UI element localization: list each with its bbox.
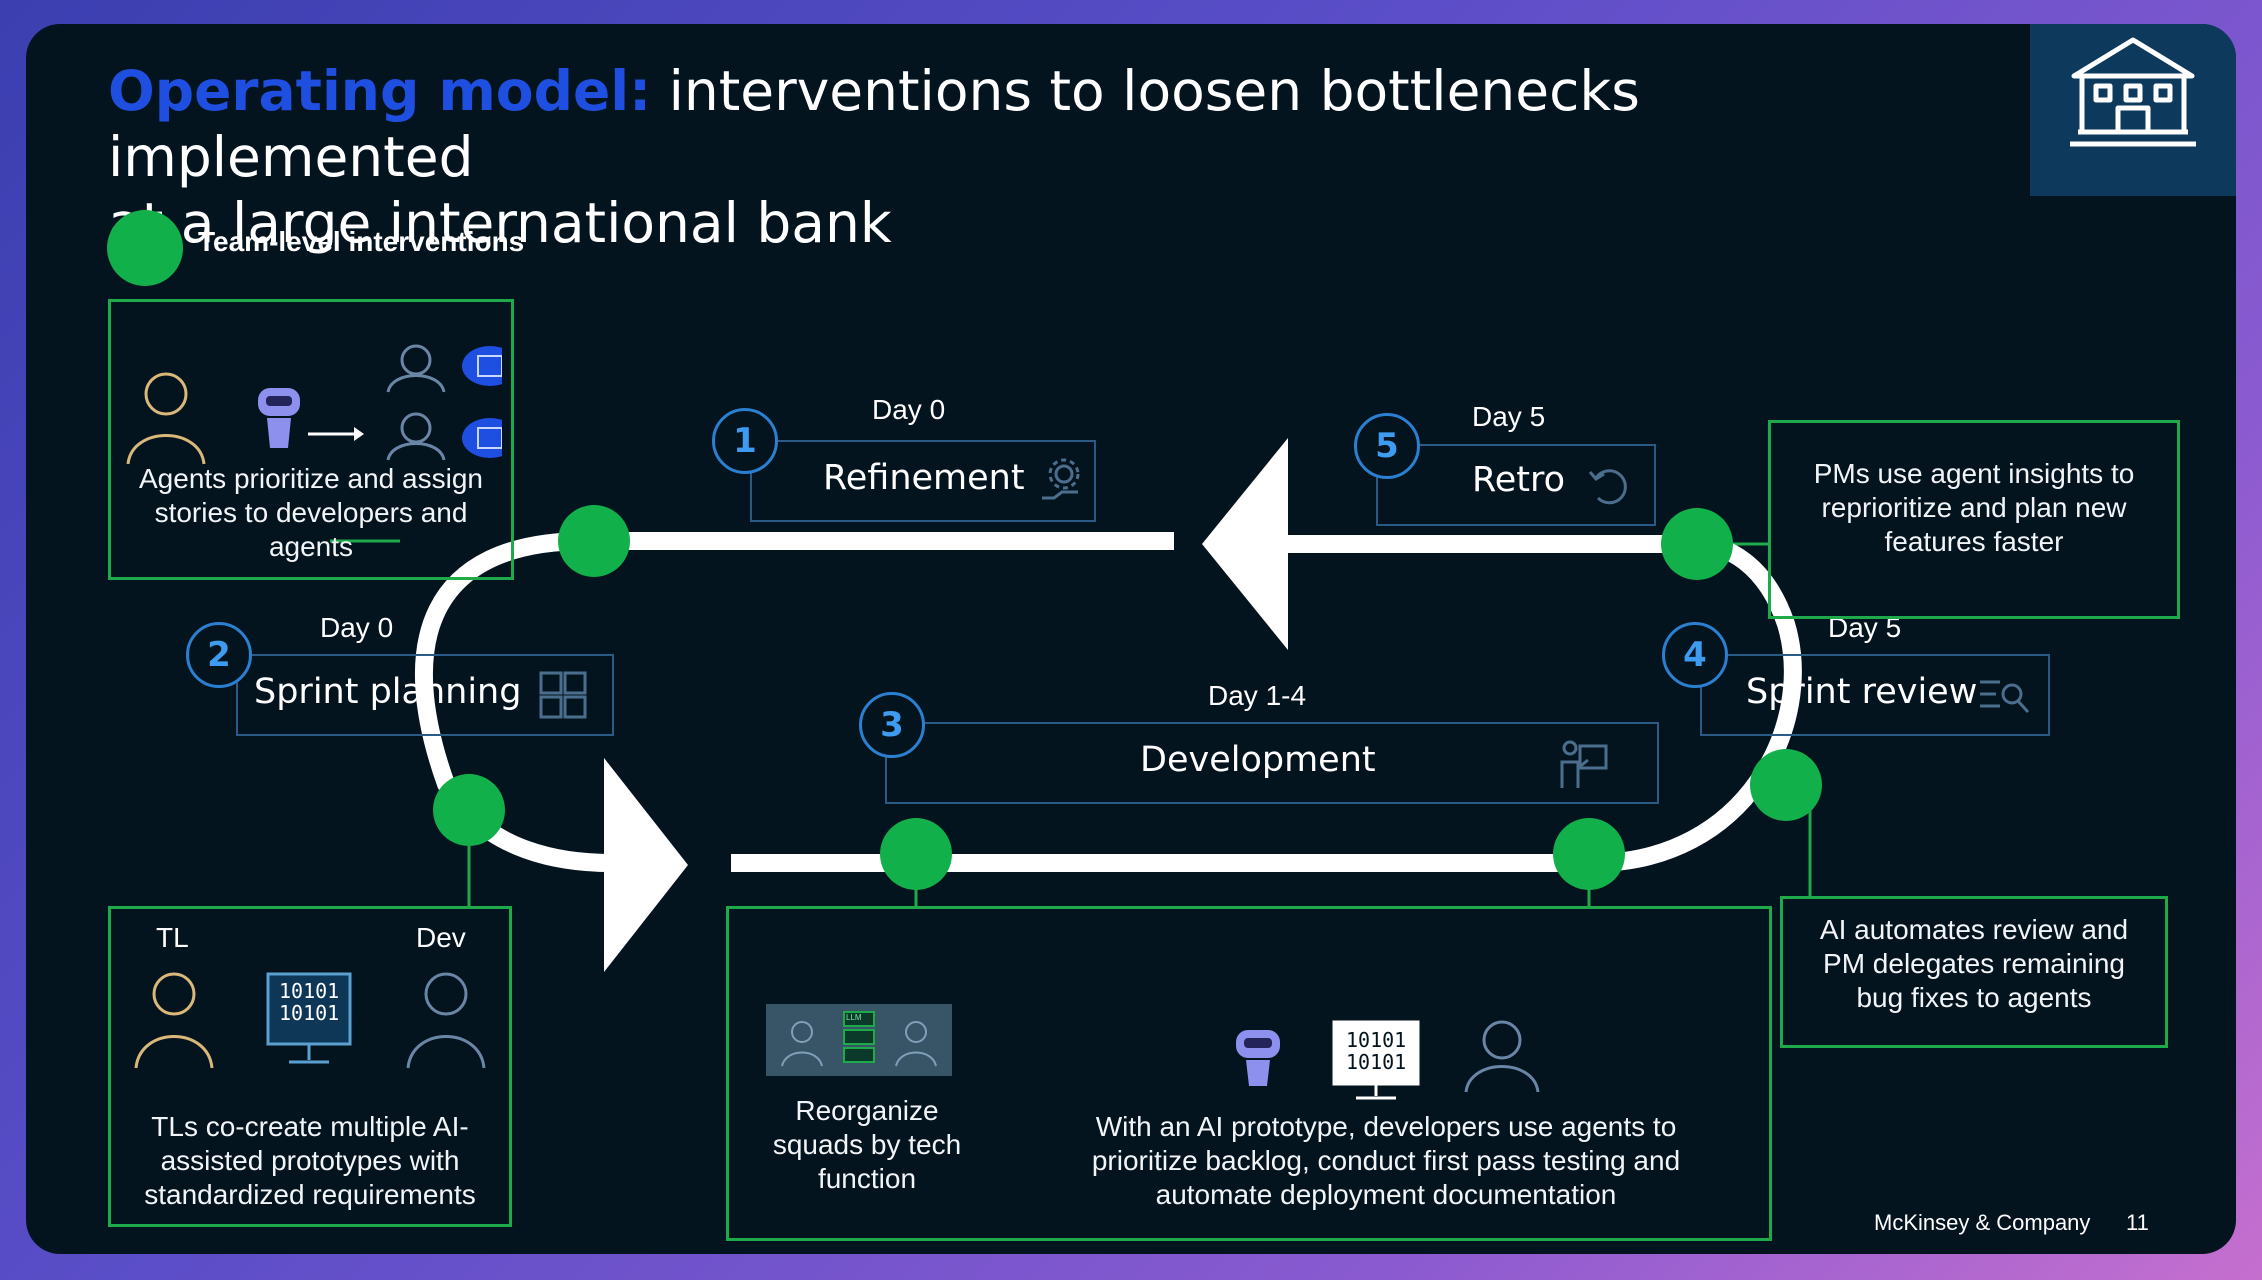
stage-refinement-box [750, 440, 1096, 522]
legend-green-dot [107, 210, 183, 286]
intervention-tl-cocreate-box [108, 906, 512, 1227]
intervention-dot-4 [880, 818, 952, 890]
binary-line-1: 10101 [1346, 1028, 1407, 1052]
squads-llm-icon [766, 1004, 952, 1076]
document-badge-icon [462, 346, 502, 458]
agents-assign-icons [126, 344, 502, 465]
role-dev-label: Dev [416, 922, 466, 953]
intervention-pm-insights-text: PMs use agent insights to reprioritize a… [1813, 458, 2135, 557]
intervention-tl-cocreate-text: TLs co-create multiple AI-assisted proto… [144, 1111, 476, 1210]
intervention-agents-prioritize-box [108, 299, 514, 580]
binary-text-tl: 10101 10101 [279, 980, 339, 1024]
tl-dev-icons [134, 972, 486, 1069]
intervention-dot-1 [558, 505, 630, 577]
stage-sprint-planning-day: Day 0 [320, 612, 394, 643]
dev-ai-icons [1236, 1020, 1540, 1100]
dev-person-icon [406, 972, 486, 1069]
track-right-curve [1592, 535, 1802, 872]
stage-development-box [885, 722, 1659, 804]
intervention-ai-prototype-text: With an AI prototype, developers use age… [1091, 1111, 1681, 1210]
stage-4-number: 4 [1662, 622, 1728, 688]
binary-text-dev: 10101 10101 [1346, 1029, 1406, 1073]
stage-sprint-review-label: Sprint review [1746, 672, 1978, 712]
stage-sprint-planning-label: Sprint planning [254, 672, 522, 712]
bank-icon-box [2030, 24, 2236, 196]
robot-icon [258, 388, 300, 448]
stage-2-number: 2 [186, 622, 252, 688]
grid-board-icon [539, 671, 587, 719]
page-title: Operating model: interventions to loosen… [108, 58, 2008, 256]
person-icon [400, 344, 432, 376]
arrow-icon [354, 427, 364, 441]
computer-binary-icon [266, 972, 352, 1064]
computer-binary-icon [1332, 1020, 1420, 1100]
binary-line-2: 10101 [1346, 1050, 1407, 1074]
legend-label: Team-level interventions [198, 226, 525, 257]
search-list-icon [1980, 680, 2030, 714]
track-left-curve [414, 532, 612, 872]
stage-retro-box [1376, 444, 1656, 526]
stage-development-day: Day 1-4 [1208, 680, 1307, 711]
intervention-dot-3 [433, 774, 505, 846]
stage-refinement-label: Refinement [823, 458, 1025, 498]
binary-line-2: 10101 [279, 1001, 340, 1025]
intervention-pm-insights-box [1768, 420, 2180, 619]
intervention-dot-2 [1661, 508, 1733, 580]
presenter-icon [1560, 740, 1608, 788]
footer-company: McKinsey & Company [1874, 1210, 2091, 1235]
person-icon [400, 412, 432, 444]
footer-page-number: 11 [2126, 1210, 2149, 1235]
role-tl-label: TL [156, 922, 189, 953]
arrow-left [1202, 438, 1288, 650]
intervention-dot-5 [1553, 818, 1625, 890]
bank-icon [2070, 37, 2196, 147]
binary-line-1: 10101 [279, 979, 340, 1003]
stage-refinement-day: Day 0 [872, 394, 946, 425]
title-accent: Operating model: [108, 59, 652, 123]
flow-diagram [330, 438, 1822, 972]
intervention-development-box [726, 906, 1772, 1241]
intervention-reorganize-text: Reorganize squads by tech function [772, 1095, 962, 1194]
arrow-right [604, 758, 688, 972]
slide: Operating model: interventions to loosen… [26, 24, 2236, 1254]
stage-retro-day: Day 5 [1472, 401, 1546, 432]
stage-5-number: 5 [1354, 413, 1420, 479]
intervention-dot-6 [1750, 749, 1822, 821]
stage-development-label: Development [1140, 740, 1376, 780]
title-line2: at a large international bank [108, 191, 892, 255]
intervention-ai-review-text: AI automates review and PM delegates rem… [1819, 914, 2129, 1013]
tl-person-icon [134, 972, 214, 1069]
gear-hand-icon [1042, 458, 1080, 500]
robot-icon [1236, 1030, 1280, 1086]
intervention-ai-review-box [1780, 896, 2168, 1048]
stage-1-number: 1 [712, 408, 778, 474]
person-icon [1464, 1020, 1540, 1093]
stage-sprint-planning-box [236, 654, 614, 736]
person-icon [144, 372, 188, 416]
stage-sprint-review-box [1700, 654, 2050, 736]
intervention-agents-prioritize-text: Agents prioritize and assign stories to … [139, 463, 483, 562]
stage-3-number: 3 [859, 692, 925, 758]
llm-label: LLM [846, 1013, 862, 1022]
stage-retro-label: Retro [1472, 460, 1566, 500]
title-line1: interventions to loosen bottlenecks impl… [108, 59, 1640, 189]
undo-arrow-icon [1588, 469, 1627, 505]
